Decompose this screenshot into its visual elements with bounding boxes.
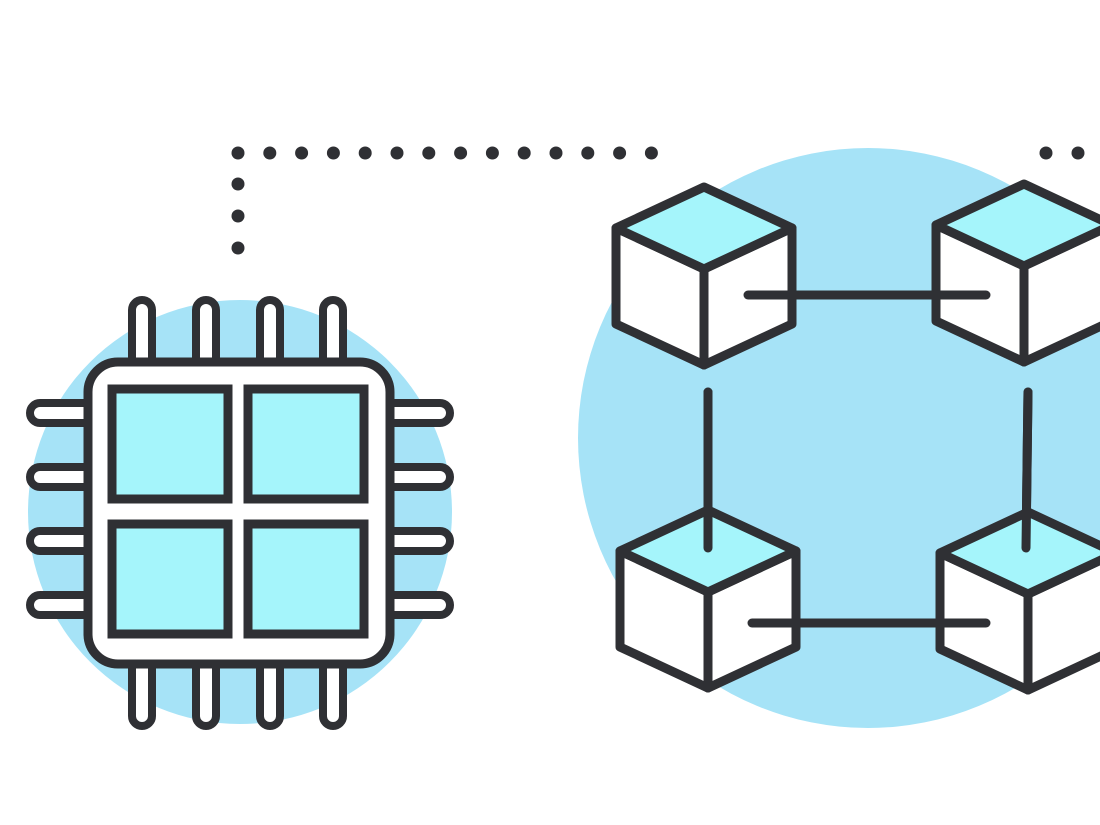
connector-dot (231, 241, 245, 255)
link-right-overlay (1021, 387, 1033, 553)
connector-dot (231, 146, 245, 160)
network-links-overlay (703, 290, 1033, 628)
connector-dot (358, 146, 372, 160)
cube-icon (615, 505, 801, 693)
connector-dot (517, 146, 531, 160)
connector-dot (644, 146, 658, 160)
connector-dot (263, 146, 277, 160)
chip-cores (107, 384, 369, 639)
chip-core (107, 384, 233, 504)
blockchain-network-icon (611, 179, 1100, 695)
cube-icon (931, 179, 1100, 367)
connector-dot (390, 146, 404, 160)
cube-icon (611, 182, 797, 370)
connector-dot (295, 146, 309, 160)
connector-dot (231, 177, 245, 191)
connector-dot (1071, 146, 1085, 160)
connector-dot (326, 146, 340, 160)
cube-top-face (931, 179, 1100, 271)
dotted-connector (231, 146, 1085, 255)
chip-core (107, 519, 233, 639)
connector-dot (613, 146, 627, 160)
chip-core (243, 384, 369, 504)
connector-dot (549, 146, 563, 160)
connector-dot (485, 146, 499, 160)
connector-dot (454, 146, 468, 160)
cpu-chip-icon (26, 296, 454, 730)
cube-top-face (935, 507, 1100, 599)
cube-top-face (611, 182, 797, 274)
connector-dot (231, 209, 245, 223)
connector-dot (422, 146, 436, 160)
cube-icon (935, 507, 1100, 695)
chip-core (243, 519, 369, 639)
connector-dot (581, 146, 595, 160)
connector-dot (1039, 146, 1053, 160)
